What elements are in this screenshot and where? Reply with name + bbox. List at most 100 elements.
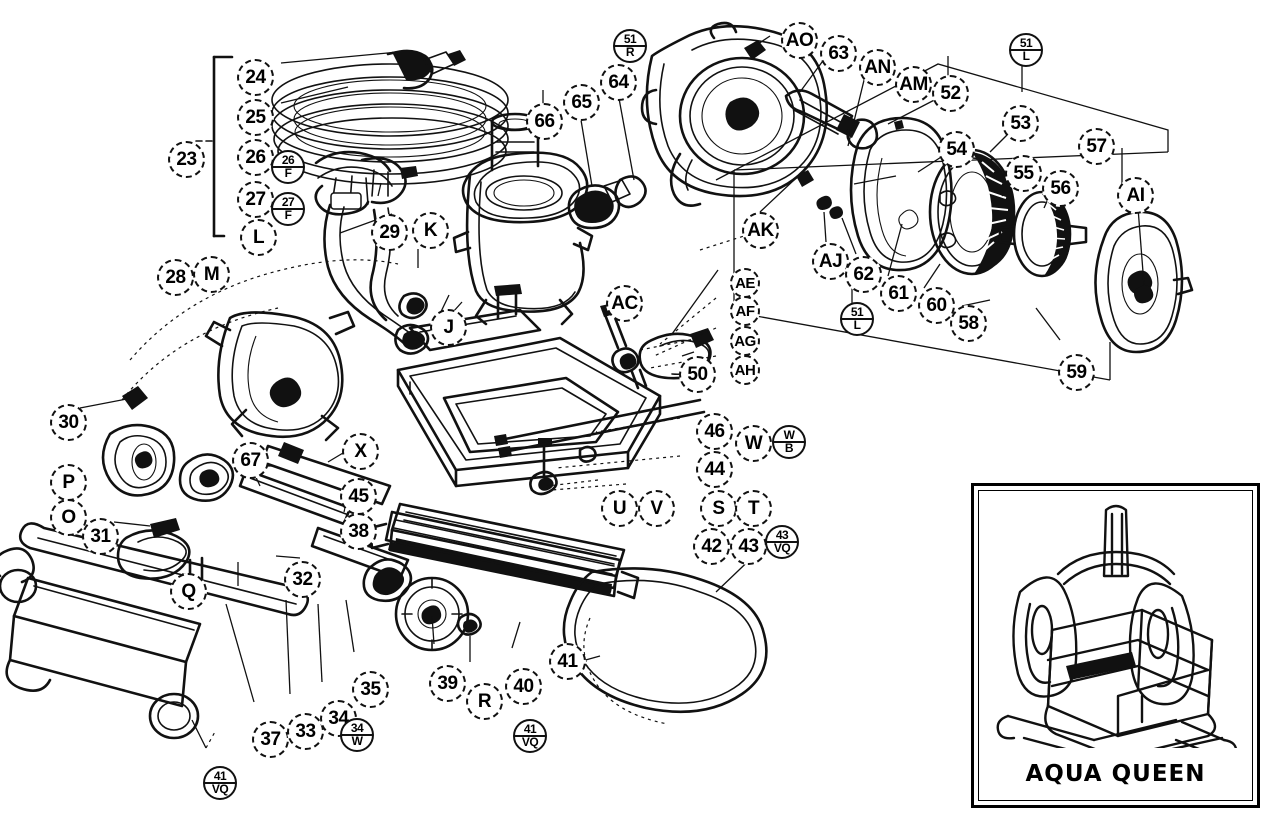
callout-label: 61 (888, 283, 909, 304)
callout-ac[interactable]: AC (606, 285, 643, 322)
callout-63[interactable]: 63 (820, 35, 857, 72)
callout-divider (842, 318, 872, 320)
callout-55[interactable]: 55 (1005, 155, 1042, 192)
callout-35[interactable]: 35 (352, 671, 389, 708)
callout-57[interactable]: 57 (1078, 128, 1115, 165)
callout-label: AK (747, 220, 774, 241)
callout-label: 43 (738, 536, 759, 557)
callout-m[interactable]: M (193, 256, 230, 293)
callout-42[interactable]: 42 (693, 528, 730, 565)
callout-k[interactable]: K (412, 212, 449, 249)
callout-label: AM (899, 74, 928, 95)
callout-58[interactable]: 58 (950, 305, 987, 342)
callout-45[interactable]: 45 (340, 478, 377, 515)
callout-letter: W (351, 734, 363, 748)
callout-o[interactable]: O (50, 499, 87, 536)
callout-40[interactable]: 40 (505, 668, 542, 705)
callout-an[interactable]: AN (859, 49, 896, 86)
callout-28[interactable]: 28 (157, 259, 194, 296)
callout-label: 28 (165, 267, 186, 288)
callout-q[interactable]: Q (170, 573, 207, 610)
callout-30[interactable]: 30 (50, 404, 87, 441)
callout-56[interactable]: 56 (1042, 170, 1079, 207)
callout-u[interactable]: U (601, 490, 638, 527)
callout-44[interactable]: 44 (696, 451, 733, 488)
callout-53[interactable]: 53 (1002, 105, 1039, 142)
callout-54[interactable]: 54 (938, 131, 975, 168)
callout-43[interactable]: 43 (730, 528, 767, 565)
callout-label: 30 (58, 412, 79, 433)
callout-label: W (744, 433, 763, 454)
callout-62[interactable]: 62 (845, 256, 882, 293)
callout-am[interactable]: AM (895, 66, 932, 103)
callout-label: 55 (1013, 163, 1034, 184)
callout-27[interactable]: 27 (237, 181, 274, 218)
callout-31[interactable]: 31 (82, 518, 119, 555)
callout-ai[interactable]: AI (1117, 177, 1154, 214)
callout-33[interactable]: 33 (287, 713, 324, 750)
callout-26[interactable]: 26 (237, 139, 274, 176)
callout-23[interactable]: 23 (168, 141, 205, 178)
callout-38[interactable]: 38 (340, 513, 377, 550)
callout-label: K (423, 220, 438, 241)
callout-29[interactable]: 29 (371, 214, 408, 251)
callout-l[interactable]: L (240, 219, 277, 256)
callout-r[interactable]: R (466, 683, 503, 720)
callout-x[interactable]: X (342, 433, 379, 470)
callout-37[interactable]: 37 (252, 721, 289, 758)
callout-label: AF (735, 302, 756, 320)
callout-ak[interactable]: AK (742, 212, 779, 249)
callout-24[interactable]: 24 (237, 59, 274, 96)
callout-label: 58 (958, 313, 979, 334)
callout-label: P (62, 472, 75, 493)
callout-label: 67 (240, 450, 261, 471)
callout-64[interactable]: 64 (600, 64, 637, 101)
callout-52[interactable]: 52 (932, 75, 969, 112)
callout-67[interactable]: 67 (232, 442, 269, 479)
callout-ao[interactable]: AO (781, 22, 818, 59)
callout-39[interactable]: 39 (429, 665, 466, 702)
callout-label: 24 (245, 67, 266, 88)
callout-p[interactable]: P (50, 464, 87, 501)
callout-label: 44 (704, 459, 725, 480)
callout-60[interactable]: 60 (918, 287, 955, 324)
callout-letter: L (1022, 49, 1030, 63)
callout-label: 23 (176, 149, 197, 170)
callout-46[interactable]: 46 (696, 413, 733, 450)
callout-label: AC (611, 293, 638, 314)
callout-v[interactable]: V (638, 490, 675, 527)
callout-aj[interactable]: AJ (812, 243, 849, 280)
callout-66[interactable]: 66 (526, 103, 563, 140)
callout-32[interactable]: 32 (284, 561, 321, 598)
callout-41[interactable]: 41 (549, 643, 586, 680)
callout-label: 53 (1010, 113, 1031, 134)
callout-ag[interactable]: AG (730, 326, 760, 356)
callout-t[interactable]: T (735, 490, 772, 527)
callout-25[interactable]: 25 (237, 99, 274, 136)
callout-ah[interactable]: AH (730, 355, 760, 385)
callout-divider (767, 541, 797, 543)
callout-letter: VQ (773, 541, 791, 555)
callout-65[interactable]: 65 (563, 84, 600, 121)
callout-label: 62 (853, 264, 874, 285)
callout-ae[interactable]: AE (730, 268, 760, 298)
callout-59[interactable]: 59 (1058, 354, 1095, 391)
callout-j[interactable]: J (430, 309, 467, 346)
callout-61[interactable]: 61 (880, 275, 917, 312)
callout-af[interactable]: AF (730, 296, 760, 326)
callout-50[interactable]: 50 (679, 356, 716, 393)
callout-w[interactable]: W (735, 425, 772, 462)
callout-s[interactable]: S (700, 490, 737, 527)
callout-label: 46 (704, 421, 725, 442)
